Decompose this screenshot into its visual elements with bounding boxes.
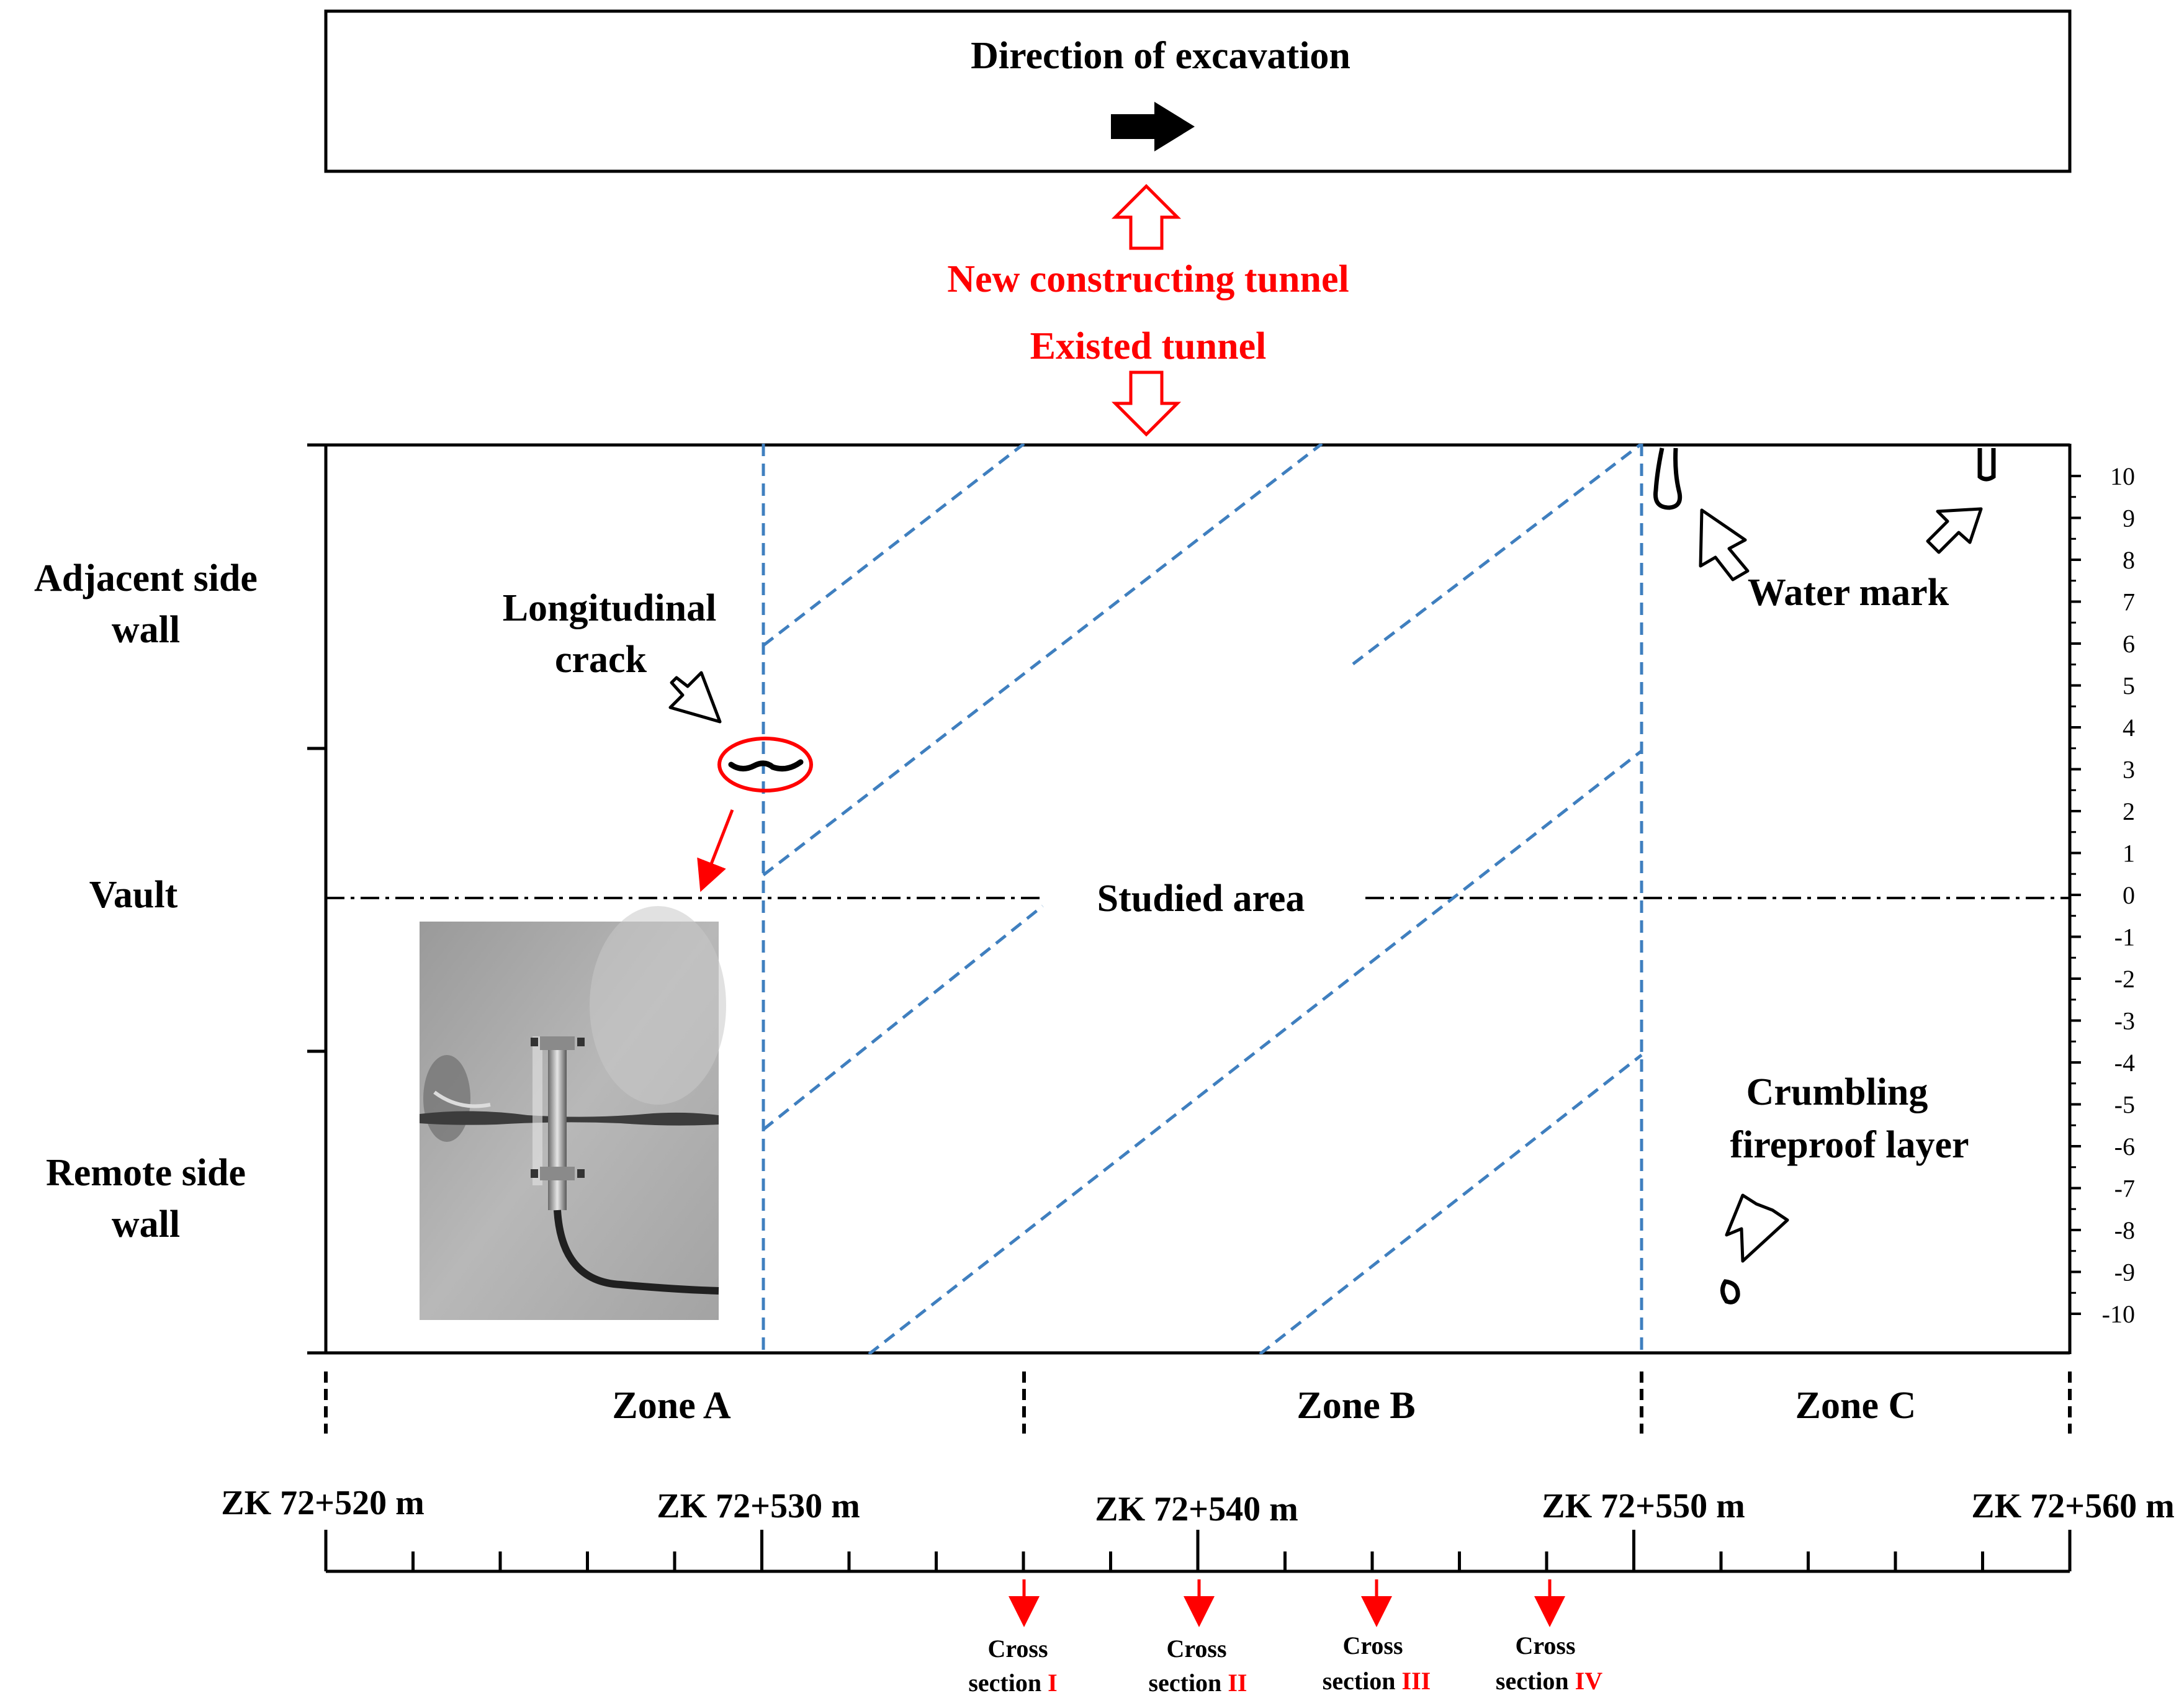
adjacent-wall-label-1: Adjacent side — [34, 557, 258, 599]
remote-wall-label-1: Remote side — [46, 1152, 246, 1194]
cross-sections: Cross section I Cross section II Cross s… — [968, 1579, 1602, 1697]
zone-a-label: Zone A — [612, 1385, 730, 1427]
chainage-540: ZK 72+540 m — [1095, 1490, 1298, 1529]
studied-area-hatch — [762, 444, 1643, 1354]
crack-highlight-ellipse — [717, 737, 813, 792]
water-mark-shape-right — [1977, 448, 1996, 482]
crack-photo-pointer — [697, 809, 734, 892]
crumbling-label-2: fireproof layer — [1730, 1124, 1969, 1166]
cross-section-1-line1: Cross — [987, 1635, 1048, 1663]
cross-section-1: Cross section I — [968, 1579, 1058, 1697]
cross-section-3: Cross section III — [1323, 1579, 1431, 1695]
crumbling-label-1: Crumbling — [1746, 1071, 1928, 1113]
excavation-arrow-icon — [1111, 102, 1195, 151]
chainage-560: ZK 72+560 m — [1971, 1487, 2174, 1525]
crack-sensor-photo — [420, 906, 726, 1320]
ruler-ticks — [324, 1530, 2072, 1571]
hatch-line-5 — [1259, 1054, 1643, 1354]
hatch-line-2 — [762, 444, 1323, 876]
cross-section-4-line2: section IV — [1496, 1667, 1602, 1695]
crack-pointer-icon — [668, 671, 722, 724]
water-mark-shape-left — [1653, 447, 1683, 510]
right-axis-tick-label: 8 — [2123, 546, 2135, 574]
water-mark-pointer-right-icon — [1926, 507, 1983, 554]
cross-section-1-line2: section I — [968, 1669, 1057, 1697]
right-axis-tick-label: 0 — [2123, 881, 2135, 909]
excavation-box — [324, 9, 2072, 173]
zone-b-label: Zone B — [1296, 1385, 1415, 1427]
water-mark-pointer-left-icon — [1699, 508, 1750, 581]
crack-label-1: Longitudinal — [503, 587, 717, 629]
up-arrow-icon — [1111, 184, 1182, 250]
chainage-520: ZK 72+520 m — [221, 1484, 424, 1522]
right-axis-tick-label: -7 — [2114, 1175, 2135, 1203]
new-tunnel-label: New constructing tunnel — [947, 258, 1349, 300]
right-axis-tick-label: 4 — [2123, 714, 2135, 742]
cross-section-3-line1: Cross — [1342, 1632, 1403, 1659]
remote-wall-label-2: wall — [112, 1203, 180, 1246]
studied-area-label: Studied area — [1097, 878, 1305, 920]
crack-mark — [728, 759, 804, 772]
right-axis-tick-label: -8 — [2114, 1216, 2135, 1244]
crumbling-pointer-icon — [1725, 1193, 1789, 1263]
right-axis-tick-label: 2 — [2123, 797, 2135, 825]
right-axis-tick-label: -3 — [2114, 1007, 2135, 1035]
cross-section-2: Cross section II — [1149, 1579, 1247, 1697]
right-axis-tick-label: 1 — [2123, 840, 2135, 868]
right-axis-tick-label: -5 — [2114, 1091, 2135, 1119]
adjacent-wall-label-2: wall — [112, 609, 180, 651]
cross-section-4: Cross section IV — [1496, 1579, 1602, 1695]
right-axis-tick-label: 7 — [2123, 588, 2135, 616]
right-axis-tick-label: -6 — [2114, 1133, 2135, 1161]
right-axis-tick-label: -10 — [2102, 1300, 2135, 1328]
chainage-550: ZK 72+550 m — [1542, 1487, 1745, 1525]
existed-tunnel-label: Existed tunnel — [1030, 325, 1267, 367]
right-axis-tick-label: -1 — [2114, 923, 2135, 951]
water-mark-label: Water mark — [1748, 572, 1949, 614]
right-axis-tick-label: 6 — [2123, 630, 2135, 658]
right-axis-tick-label: -4 — [2114, 1049, 2135, 1077]
right-axis-tick-label: 3 — [2123, 756, 2135, 784]
down-arrow-icon — [1111, 370, 1182, 437]
vault-label: Vault — [89, 874, 178, 916]
right-axis-tick-label: -2 — [2114, 965, 2135, 993]
cross-section-4-line1: Cross — [1515, 1632, 1575, 1659]
hatch-line-3a — [762, 905, 1044, 1131]
chainage-530: ZK 72+530 m — [657, 1487, 860, 1525]
crack-label-2: crack — [555, 639, 647, 681]
cross-section-3-line2: section III — [1323, 1667, 1431, 1695]
right-axis-tick-label: -9 — [2114, 1259, 2135, 1286]
cross-section-2-line2: section II — [1149, 1669, 1247, 1697]
right-axis-tick-label: 5 — [2123, 672, 2135, 700]
hatch-line-1 — [762, 444, 1025, 647]
right-axis-tick-label: 9 — [2123, 505, 2135, 532]
cross-section-2-line1: Cross — [1166, 1635, 1226, 1663]
crumbling-mark — [1720, 1279, 1740, 1304]
zone-c-label: Zone C — [1795, 1385, 1917, 1427]
excavation-title: Direction of excavation — [971, 35, 1350, 77]
hatch-line-4 — [868, 750, 1643, 1354]
zone-dividers — [324, 1372, 2072, 1434]
right-axis-tick-label: 10 — [2110, 462, 2135, 490]
hatch-line-3b — [1352, 444, 1643, 665]
